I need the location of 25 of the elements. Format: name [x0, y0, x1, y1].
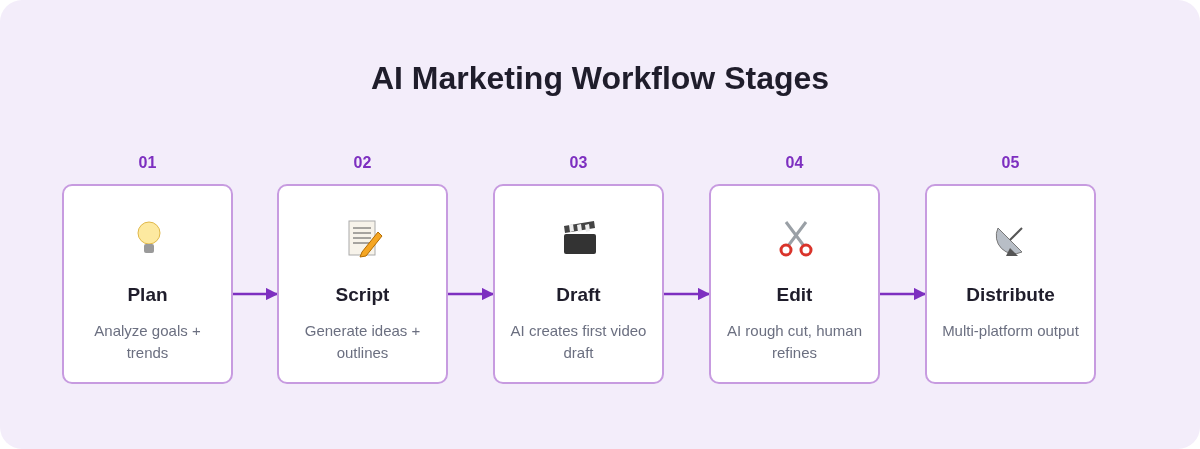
stage-card — [925, 184, 1096, 384]
stage-card — [277, 184, 448, 384]
arrow — [880, 287, 927, 301]
arrow — [448, 287, 495, 301]
stage-description: Generate ideas + outlines — [303, 321, 422, 363]
step-number: 04 — [784, 154, 805, 172]
stage-card — [62, 184, 233, 384]
stage-description: Analyze goals + trends — [93, 321, 202, 363]
step-number: 05 — [1000, 154, 1021, 172]
step-number: 02 — [352, 154, 373, 172]
stage-description: Multi-platform output — [941, 321, 1080, 341]
step-number: 01 — [137, 154, 158, 172]
arrow — [233, 287, 279, 301]
stage-title: Distribute — [965, 284, 1056, 306]
stage-title: Plan — [126, 284, 169, 306]
step-number: 03 — [568, 154, 589, 172]
stage-title: Edit — [775, 284, 814, 306]
arrow — [664, 287, 711, 301]
diagram-title: AI Marketing Workflow Stages — [369, 60, 831, 97]
stage-card — [709, 184, 880, 384]
stage-title: Script — [334, 284, 391, 306]
stage-title: Draft — [555, 284, 602, 306]
stage-description: AI creates first video draft — [509, 321, 648, 363]
stage-card — [493, 184, 664, 384]
stage-description: AI rough cut, human refines — [725, 321, 864, 363]
